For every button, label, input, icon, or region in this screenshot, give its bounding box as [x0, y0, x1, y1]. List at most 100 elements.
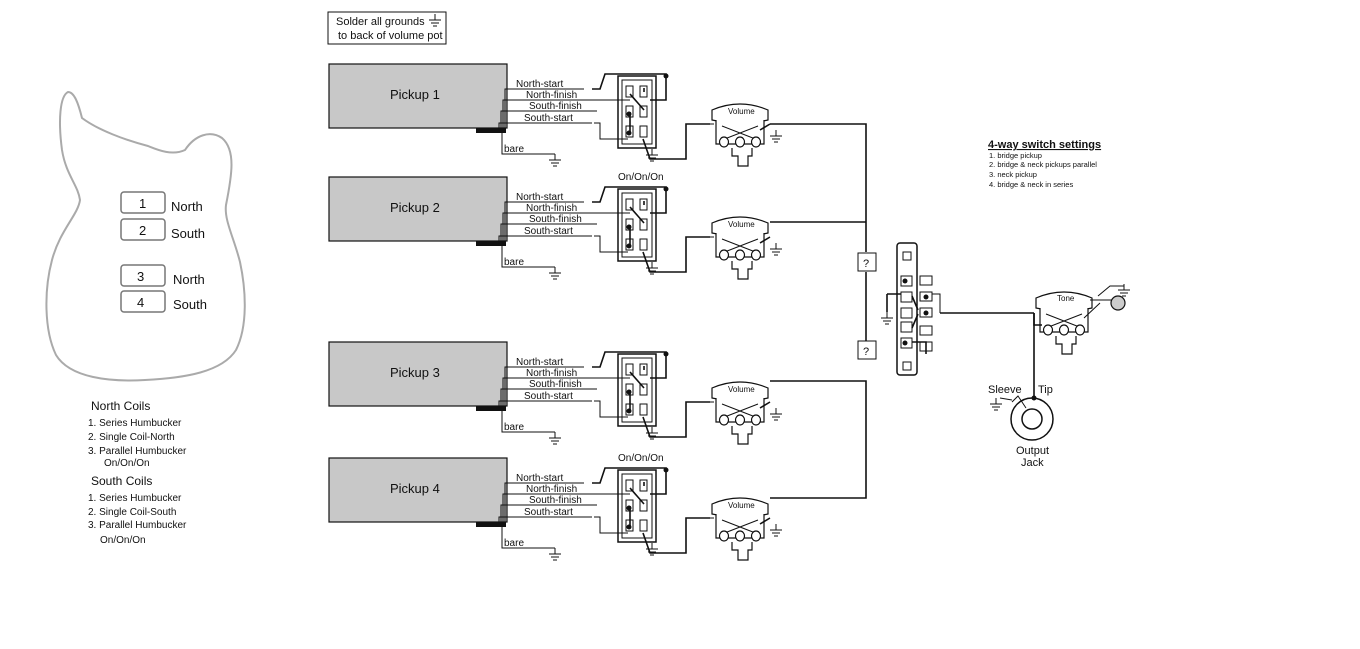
- pickup-2-bare-wire: [501, 245, 555, 268]
- pickup-2-wire-4: [498, 235, 592, 242]
- switch-settings: 4-way switch settings 1. bridge pickup 2…: [988, 139, 1101, 189]
- pickup-1-pot-ground-icon: [769, 129, 783, 143]
- pickup-2-volume-label: Volume: [728, 220, 755, 229]
- pickup-4-label: Pickup 4: [390, 481, 440, 496]
- pickup-3-wire-2: [502, 377, 594, 407]
- jack-tip-label: Tip: [1038, 384, 1053, 396]
- pickup-1-wire-label-3: South-finish: [529, 101, 582, 112]
- switch-setting-2: 2. bridge & neck pickups parallel: [989, 160, 1097, 169]
- tone-pot: Tone: [1033, 283, 1131, 355]
- jack-label-line1: Output: [1016, 445, 1049, 457]
- pickup-3-ground-icon: [548, 431, 562, 445]
- pickup-1-switch: [617, 75, 657, 149]
- pickup-4-box: [328, 457, 508, 523]
- tone-label: Tone: [1057, 294, 1075, 303]
- switch-setting-1: 1. bridge pickup: [989, 151, 1042, 160]
- pickup-2-wire-label-2: North-finish: [526, 203, 577, 214]
- pickup-1-wire-4: [498, 122, 592, 129]
- pickup-2-box: [328, 176, 508, 242]
- pickup-4-ground-icon: [548, 547, 562, 561]
- switch-settings-title: 4-way switch settings: [988, 139, 1101, 151]
- north-coils-item-2: 2. Single Coil-North: [88, 432, 175, 443]
- pickup-3-label: Pickup 3: [390, 365, 440, 380]
- pickup-4-bare-wire: [501, 526, 555, 549]
- pickup-1-bare-label: bare: [504, 144, 524, 155]
- pickup-1-volume-label: Volume: [728, 107, 755, 116]
- pickup-3-wire-1: [504, 366, 584, 407]
- pickup-4-group: Pickup 4North-startNorth-finishSouth-fin…: [328, 453, 783, 561]
- south-coils-item-3: 3. Parallel Humbucker: [88, 520, 187, 531]
- pickup-1-cable: [476, 128, 506, 133]
- north-coils-item-1: 1. Series Humbucker: [88, 418, 182, 429]
- north-coils-item-3: 3. Parallel Humbucker: [88, 446, 187, 457]
- ground-note-line2: to back of volume pot: [338, 30, 443, 42]
- pickup-1-ground-icon: [548, 153, 562, 167]
- unknown-mark-1: ?: [863, 258, 869, 270]
- jack-label-line2: Jack: [1021, 457, 1044, 469]
- pickup-3-volume-label: Volume: [728, 385, 755, 394]
- pickup-2-bare-label: bare: [504, 257, 524, 268]
- body-position-1-coil: North: [171, 199, 203, 214]
- four-way-switch: [880, 242, 933, 376]
- pickup-3-bare-label: bare: [504, 422, 524, 433]
- pickup-4-wire-label-1: North-start: [516, 473, 563, 484]
- pickup-2-ground-icon: [548, 266, 562, 280]
- body-position-4-number: 4: [137, 295, 144, 310]
- coil-legend: North Coils 1. Series Humbucker 2. Singl…: [88, 399, 187, 546]
- pickup-3-wire-4: [498, 400, 592, 407]
- south-coils-item-1: 1. Series Humbucker: [88, 493, 182, 504]
- pickup-2-cable: [476, 241, 506, 246]
- pickup-2-group: Pickup 2 North-startNorth-finishSouth-fin…: [328, 172, 783, 280]
- pickup-3-box: [328, 341, 508, 407]
- pickup-2-label: Pickup 2: [390, 200, 440, 215]
- pickup-3-switch: [617, 353, 657, 427]
- pickup-1-label: Pickup 1: [390, 87, 440, 102]
- pickup-1-wire-label-4: South-start: [524, 113, 573, 124]
- pickup-3-wire-label-1: North-start: [516, 357, 563, 368]
- unknown-connection-1: ?: [857, 252, 877, 272]
- pickup-3-bare-wire: [501, 410, 555, 433]
- pickup-1-wire-2: [502, 99, 594, 129]
- pickup-2-wire-2: [502, 212, 594, 242]
- pickup-2-pot-ground-icon: [769, 242, 783, 256]
- pickup-2-wire-label-4: South-start: [524, 226, 573, 237]
- unknown-connection-2: ?: [857, 340, 877, 360]
- guitar-body: 1 North 2 South 3 North 4 South: [45, 90, 246, 382]
- pickup-2-wire-label-3: South-finish: [529, 214, 582, 225]
- south-coils-item-2: 2. Single Coil-South: [88, 507, 176, 518]
- pickup-4-switch-label: On/On/On: [618, 453, 664, 464]
- switch-setting-4: 4. bridge & neck in series: [989, 180, 1073, 189]
- pickup-4-wire-label-4: South-start: [524, 507, 573, 518]
- pickup-3-wire-label-2: North-finish: [526, 368, 577, 379]
- pickup-1-group: Pickup 1 North-startNorth-finishSouth-fin…: [328, 63, 783, 167]
- ground-note: Solder all grounds to back of volume pot: [327, 11, 447, 45]
- north-coils-title: North Coils: [91, 399, 150, 413]
- body-position-2-number: 2: [139, 223, 146, 238]
- capacitor-icon: [1110, 295, 1126, 311]
- pickup-2-wire-label-1: North-start: [516, 192, 563, 203]
- pickup-4-wire-1: [504, 482, 584, 523]
- pickup-4-volume-label: Volume: [728, 501, 755, 510]
- pickup-3-cable: [476, 406, 506, 411]
- body-position-3-coil: North: [173, 272, 205, 287]
- pickup-4-wire-4: [498, 516, 592, 523]
- jack-sleeve-label: Sleeve: [988, 384, 1022, 396]
- pickup-4-wire-label-3: South-finish: [529, 495, 582, 506]
- ground-note-line1: Solder all grounds: [336, 16, 425, 28]
- pickup-4-cable: [476, 522, 506, 527]
- pickup-4-switch: [617, 469, 657, 543]
- pickup-4-wire-2: [502, 493, 594, 523]
- pickup-1-wire-label-2: North-finish: [526, 90, 577, 101]
- pickup-3-pot-ground-icon: [769, 407, 783, 421]
- switch-setting-3: 3. neck pickup: [989, 170, 1037, 179]
- pickup-1-wire-label-1: North-start: [516, 79, 563, 90]
- pickups-layer: Pickup 1North-startNorth-finishSouth-fin…: [328, 63, 783, 561]
- south-coils-title: South Coils: [91, 474, 152, 488]
- pickup-1-bare-wire: [501, 132, 555, 155]
- pickup-2-switch-label: On/On/On: [618, 172, 664, 183]
- body-position-1-number: 1: [139, 196, 146, 211]
- pickup-4-pot-ground-icon: [769, 523, 783, 537]
- pickup-2-wire-1: [504, 201, 584, 242]
- output-jack: Sleeve Tip Output Jack: [988, 313, 1054, 469]
